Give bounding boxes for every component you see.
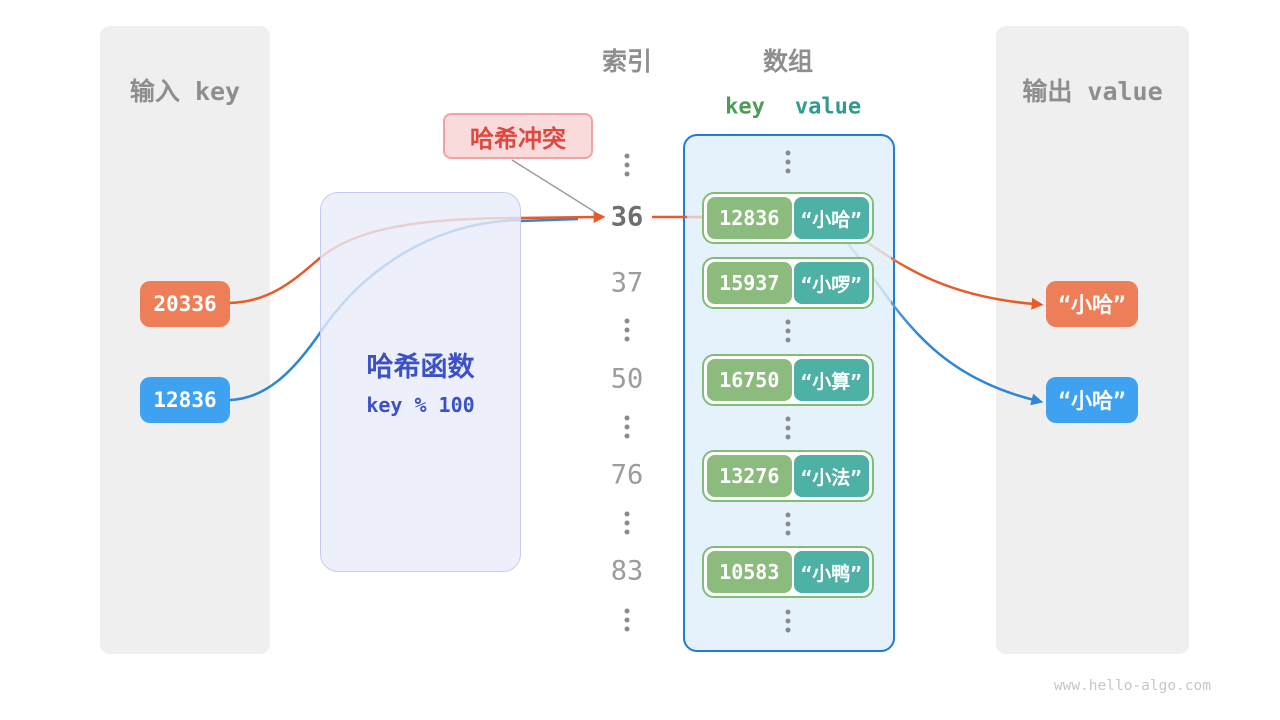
index-ellipsis-dots [624, 511, 630, 535]
index-value-83: 83 [610, 555, 644, 587]
input-key-box-12836: 12836 [140, 377, 230, 423]
index-ellipsis-dots [624, 153, 630, 177]
hash-function-formula: key % 100 [366, 393, 475, 417]
key-pill: 16750 [707, 359, 792, 401]
array-row-5: 10583 “小鸭” [702, 546, 874, 598]
array-ellipsis-dots [785, 319, 791, 343]
wire-hash-exit-blue [519, 217, 579, 223]
index-value-76: 76 [610, 459, 644, 491]
index-ellipsis-dots [624, 608, 630, 632]
array-column-title: 数组 [762, 48, 814, 76]
hash-collision-label: 哈希冲突 [443, 113, 593, 159]
index-value-50: 50 [610, 363, 644, 395]
array-ellipsis-dots [785, 416, 791, 440]
value-pill: “小鸭” [793, 551, 869, 593]
input-key-box-20336: 20336 [140, 281, 230, 327]
output-value-box-1: “小哈” [1046, 281, 1138, 327]
key-header-label: key [725, 94, 765, 120]
input-panel: 输入 key [100, 26, 270, 654]
array-row-1: 12836 “小哈” [702, 192, 874, 244]
index-column-title: 索引 [601, 48, 653, 76]
value-pill: “小算” [793, 359, 869, 401]
input-panel-title: 输入 key [129, 77, 241, 106]
value-header-label: value [794, 94, 862, 120]
array-row-2: 15937 “小啰” [702, 257, 874, 309]
index-ellipsis-dots [624, 415, 630, 439]
value-pill: “小法” [793, 455, 869, 497]
hash-function-box: 哈希函数 key % 100 [320, 192, 521, 572]
hash-function-title: 哈希函数 [366, 352, 475, 382]
key-pill: 15937 [707, 262, 792, 304]
key-pill: 13276 [707, 455, 792, 497]
array-ellipsis-dots [785, 150, 791, 174]
output-panel-title: 输出 value [1022, 77, 1163, 106]
array-row-4: 13276 “小法” [702, 450, 874, 502]
site-watermark: www.hello-algo.com [1053, 678, 1211, 694]
value-pill: “小哈” [793, 197, 869, 239]
array-row-3: 16750 “小算” [702, 354, 874, 406]
key-pill: 10583 [707, 551, 792, 593]
index-value-37: 37 [610, 267, 644, 299]
key-pill: 12836 [707, 197, 792, 239]
array-ellipsis-dots [785, 609, 791, 633]
wire-collision-pointer [511, 159, 596, 213]
output-panel: 输出 value [996, 26, 1189, 654]
arrow-hash-to-index36 [518, 211, 606, 224]
array-ellipsis-dots [785, 512, 791, 536]
index-ellipsis-dots [624, 318, 630, 342]
value-pill: “小啰” [793, 262, 869, 304]
output-value-box-2: “小哈” [1046, 377, 1138, 423]
index-value-36: 36 [610, 201, 644, 233]
